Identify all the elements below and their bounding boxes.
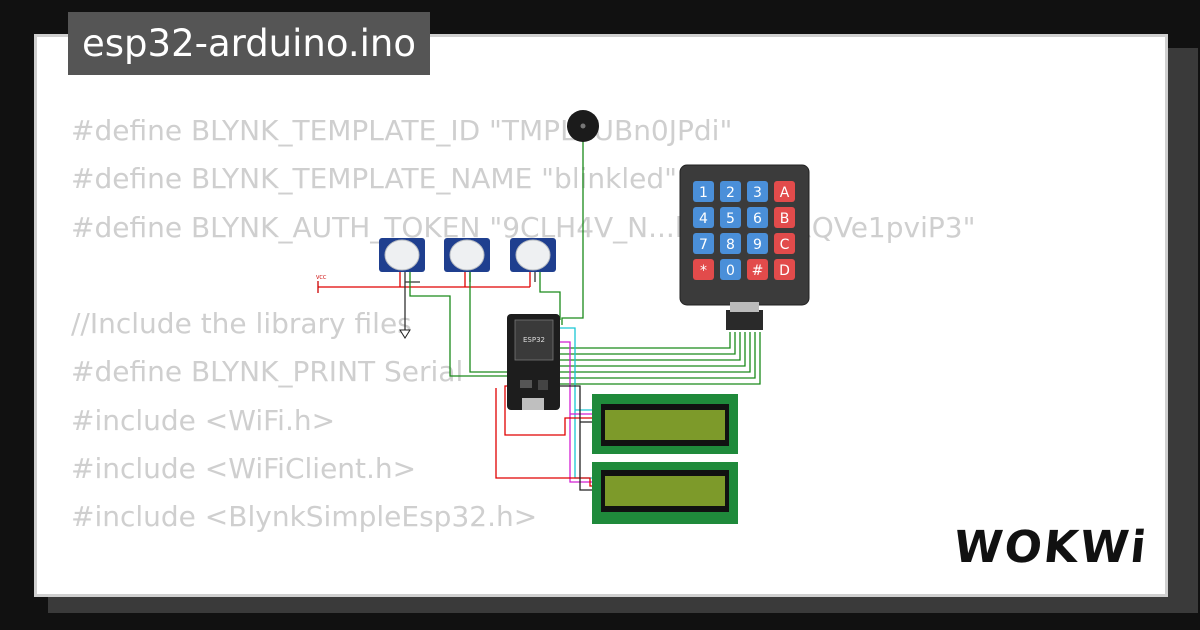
keypad: 1 2 3 A 4 5 6 B 7 8 9 C * 0 # D [679, 164, 810, 330]
keypad-key[interactable] [720, 233, 741, 254]
lcd-2 [592, 462, 738, 524]
keypad-key-label: 1 [699, 185, 708, 201]
pir-sensor-1 [379, 238, 425, 272]
wire-pir-1 [409, 272, 510, 377]
wire-pir-2 [469, 272, 510, 373]
esp32-board: ESP32 [507, 314, 560, 410]
pir-sensor-3 [510, 238, 556, 272]
keypad-key-label: # [752, 263, 764, 279]
wire-kp-3 [560, 332, 741, 361]
code-line: #include <WiFiClient.h> [71, 452, 417, 486]
keypad-key-label: 5 [726, 211, 735, 227]
keypad-key[interactable] [774, 233, 795, 254]
keypad-key-label: 4 [699, 211, 708, 227]
wires [318, 140, 761, 491]
code-line: //Include the library files [71, 307, 412, 341]
code-line: #define BLYNK_TEMPLATE_ID "TMPL6UBn0JPdi… [71, 114, 733, 147]
keypad-key[interactable] [720, 207, 741, 228]
code-line: #define BLYNK_TEMPLATE_NAME "blinkled" [71, 162, 678, 196]
keypad-key-label: 8 [726, 237, 735, 253]
keypad-key-label: 0 [726, 263, 735, 279]
keypad-key-label: D [779, 263, 790, 279]
code-preview: #define BLYNK_TEMPLATE_ID "TMPL6UBn0JPdi… [71, 107, 975, 594]
keypad-key[interactable] [774, 207, 795, 228]
keypad-key[interactable] [720, 181, 741, 202]
keypad-key-label: * [700, 263, 707, 279]
keypad-key[interactable] [720, 259, 741, 280]
vcc-label: VCC [316, 275, 327, 281]
vcc-symbol: VCC [316, 275, 327, 293]
wokwi-logo: WOKWi [951, 522, 1151, 573]
wire-kp-6 [560, 332, 756, 379]
keypad-key-label: B [780, 211, 790, 227]
keypad-key[interactable] [747, 207, 768, 228]
keypad-key-label: C [780, 237, 790, 253]
buzzer [567, 110, 599, 142]
wire-kp-4 [560, 332, 746, 367]
code-line: #define BLYNK_PRINT Serial [71, 355, 464, 389]
keypad-key-label: 3 [753, 185, 762, 201]
wire-i2c-magenta [558, 341, 598, 483]
wire-kp-7 [560, 332, 761, 385]
wire-pir-3 [539, 272, 561, 320]
esp32-label: ESP32 [523, 336, 545, 344]
wire-kp-5 [560, 332, 751, 373]
project-preview-card: #define BLYNK_TEMPLATE_ID "TMPL6UBn0JPdi… [34, 34, 1168, 597]
wire-kp-1 [560, 332, 731, 349]
keypad-key-label: 2 [726, 185, 735, 201]
keypad-key[interactable] [693, 181, 714, 202]
wire-vcc [318, 270, 531, 288]
pir-sensor-2 [444, 238, 490, 272]
keypad-key[interactable] [774, 259, 795, 280]
code-line: #include <WiFi.h> [71, 403, 336, 437]
keypad-key-label: A [780, 185, 790, 201]
file-tab[interactable]: esp32-arduino.ino [68, 12, 430, 75]
wire-gnd [404, 272, 536, 330]
gnd-symbol [399, 329, 411, 339]
keypad-keys: 1 2 3 A 4 5 6 B 7 8 9 C * 0 # D [693, 181, 795, 280]
wire-buzzer [561, 140, 584, 325]
keypad-key[interactable] [693, 207, 714, 228]
lcd-1 [592, 394, 738, 454]
keypad-key[interactable] [747, 181, 768, 202]
keypad-key[interactable] [774, 181, 795, 202]
keypad-key[interactable] [747, 259, 768, 280]
keypad-key-label: 9 [753, 237, 762, 253]
keypad-key-label: 7 [699, 237, 708, 253]
keypad-key-label: 6 [753, 211, 762, 227]
keypad-key[interactable] [747, 233, 768, 254]
keypad-key[interactable] [693, 233, 714, 254]
keypad-key[interactable] [693, 259, 714, 280]
wire-kp-2 [560, 332, 736, 355]
code-line: #include <BlynkSimpleEsp32.h> [71, 500, 538, 534]
